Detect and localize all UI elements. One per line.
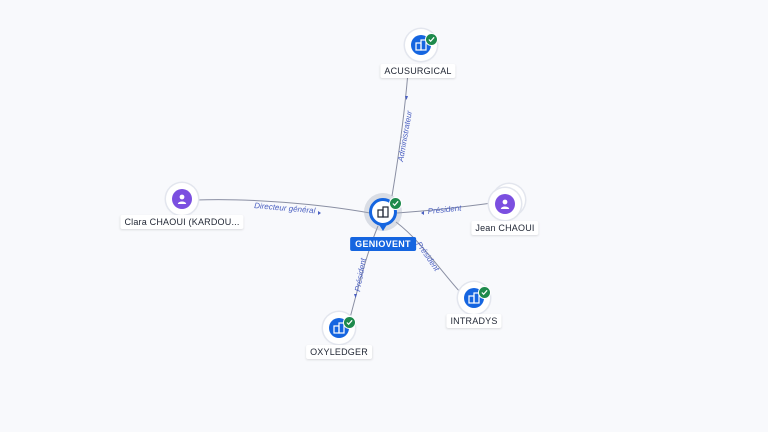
edge-intradys: [395, 221, 461, 293]
check-icon: [425, 33, 438, 46]
node-label: INTRADYS: [446, 314, 502, 328]
edge-label-intradys: Président: [414, 240, 441, 273]
edge-clara: [195, 199, 371, 214]
node-label: OXYLEDGER: [306, 345, 372, 359]
edge-label-acusurgical: Administrateur: [396, 110, 414, 164]
arrow-oxyledger: [354, 294, 357, 298]
node-label: ACUSURGICAL: [380, 64, 456, 78]
edge-label-jean: Président: [427, 203, 462, 216]
node-label: Jean CHAOUI: [471, 221, 539, 235]
center-node-label: GENIOVENT: [350, 237, 416, 251]
edge-oxyledger: [349, 225, 379, 319]
person-icon: [172, 189, 192, 209]
arrow-acusurgical: [405, 96, 408, 100]
arrow-jean: [421, 211, 424, 215]
edge-label-clara: Directeur général: [254, 201, 316, 215]
check-icon: [343, 316, 356, 329]
node-label: Clara CHAOUI (KARDOU...: [120, 215, 244, 229]
person-icon: [495, 194, 515, 214]
edge-label-oxyledger: Président: [353, 257, 368, 293]
check-icon: [478, 286, 491, 299]
edge-jean: [396, 202, 493, 214]
arrow-clara: [318, 211, 321, 215]
check-icon: [389, 197, 402, 210]
edge-acusurgical: [391, 71, 409, 197]
